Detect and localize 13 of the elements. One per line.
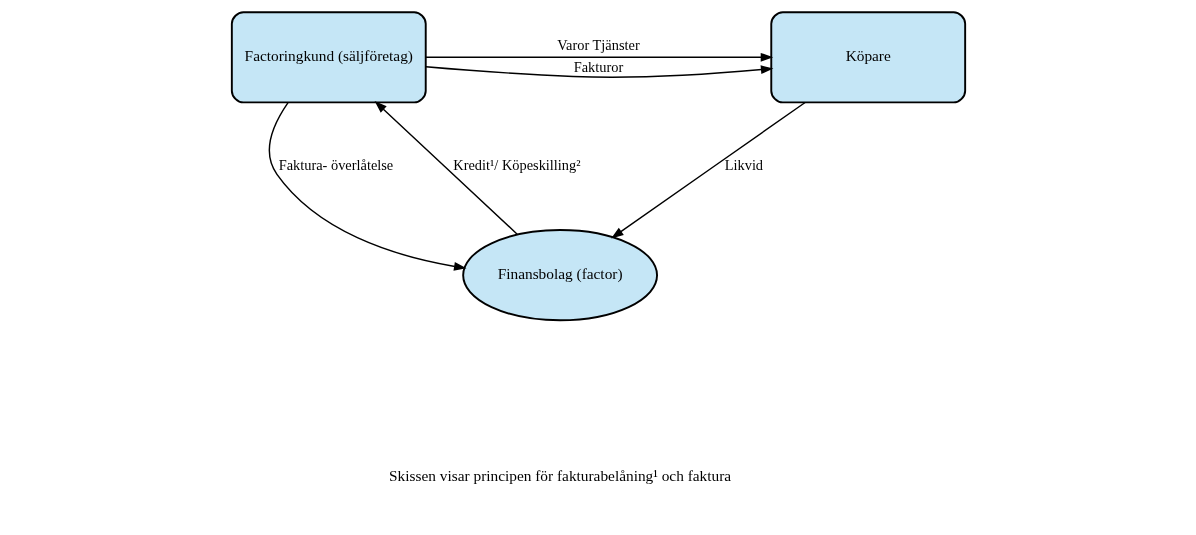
arrow	[268, 101, 466, 271]
arrow	[424, 52, 773, 62]
arrow	[610, 101, 806, 239]
edge-label: Likvid	[724, 156, 763, 173]
edge-label: Faktura- överlåtelse	[278, 156, 393, 173]
node-box: Köpare	[769, 11, 966, 104]
arrow	[374, 101, 518, 236]
label: Skissen visar principen för fakturabelåning¹ och faktura	[388, 467, 731, 485]
edge-label: Kredit¹/ Köpeskilling²	[452, 156, 581, 173]
edge-label: Varor Tjänster	[556, 36, 640, 53]
arrow	[424, 65, 773, 78]
edge-label: Fakturor	[573, 58, 623, 75]
node-box: Factoringkund (säljföretag)	[230, 11, 427, 104]
